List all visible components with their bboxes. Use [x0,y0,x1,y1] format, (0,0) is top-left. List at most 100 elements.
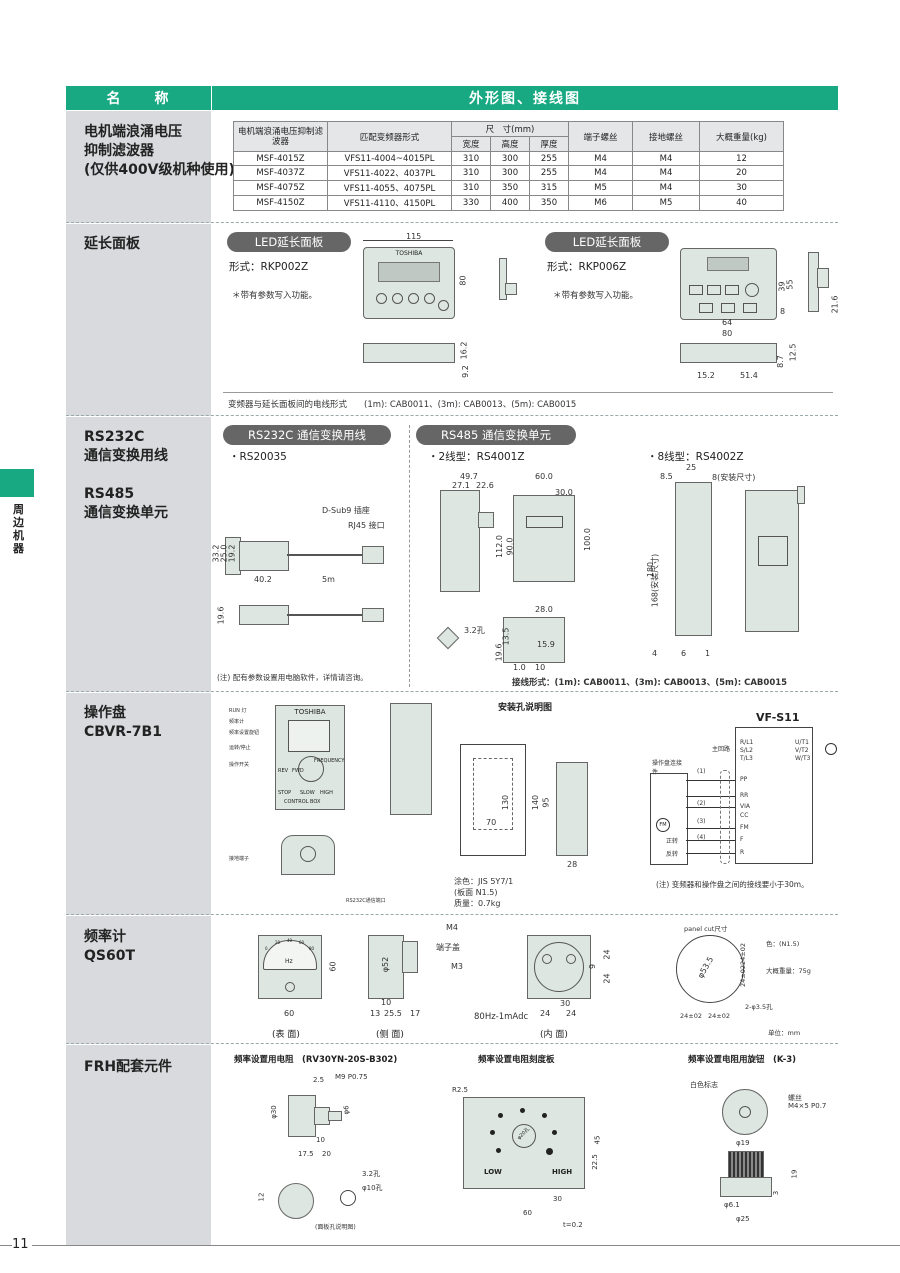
wire [686,807,735,808]
cable-line [287,614,362,616]
cbvr-bottom [281,835,335,875]
dim-label: 168(安装尺寸) [650,553,660,608]
dim-label: φ6 [342,1105,351,1115]
callout: RS232C通信端口 [346,898,386,904]
panel-rkp006z-bottom [680,343,777,363]
dim-label: 4 [652,649,658,658]
rs4001z-side-connector [478,512,494,528]
meter-side-terminals [402,941,418,973]
resistor-body [288,1095,316,1137]
caption-front: (表 面) [272,1030,300,1040]
wiring-label: 主回路 [712,746,731,753]
dim-label: 130 [501,794,511,811]
dim-label: φ30 [269,1105,278,1119]
wiring-label: (4) [697,834,706,841]
rs232-converter-body [239,541,289,571]
divider [66,415,838,416]
dim-label: R2.5 [452,1086,468,1094]
vf-title: VF-S11 [756,711,800,724]
wiring-label: (3) [697,818,706,825]
dim-label: 51.4 [740,371,758,380]
wiring-label: 操作盘连接件 [652,760,683,776]
table-header: 端子螺丝 [568,121,633,152]
dim-label: 1.0 [513,663,526,672]
dim-label: φ6.1 [724,1201,740,1209]
table-header: 匹配变频器形式 [327,121,452,152]
paint-spec-2: (板面 N1.5) [454,888,498,897]
unit-label: 单位：mm [768,1029,801,1037]
table-cell: M4 [632,180,700,196]
table-cell: M4 [568,165,633,181]
table-cell: 40 [699,195,784,211]
filter-name-cell [66,111,211,223]
panel-rkp002z-front: TOSHIBA [363,247,455,319]
terminal-label: R [740,849,745,856]
table-header: 电机端浪涌电压抑制滤波器 [233,121,328,152]
dim-label: 19.6 [216,606,226,625]
table-cell: 400 [490,195,530,211]
panel-cut-circle [676,935,744,1003]
rj45-connector-side [362,608,384,622]
table-cell: 310 [451,180,491,196]
dim-label: 2-φ3.5孔 [745,1003,773,1011]
panel-hole [340,1190,356,1206]
cable-line [287,554,362,556]
table-cell: VFS11-4004~4015PL [327,151,452,166]
table-subheader: 高度 [490,136,530,152]
terminal-label: V/T2 [795,747,809,754]
comm-name-cell [66,417,211,692]
scale-plate: LOW HIGH φ20孔 [463,1097,585,1189]
dim-label: 8 [780,307,786,316]
table-cell: 350 [529,195,569,211]
panel-right-note: ＊带有参数写入功能。 [553,291,639,301]
panel-cut-label: panel cut尺寸 [684,925,728,933]
mount-hole-cutout [473,758,513,830]
table-cell: MSF-4150Z [233,195,328,211]
knob-body [728,1151,764,1179]
wire [686,796,735,797]
dim-label: 27.1 [452,481,470,490]
cbvr-name: 操作盘 CBVR-7B1 [84,705,162,740]
table-cell: 350 [490,180,530,196]
dim-label: 60 [523,1209,532,1217]
filter-spec-table: 电机端浪涌电压抑制滤波器 匹配变频器形式 尺 寸(mm) 端子螺丝 接地螺丝 大… [233,121,784,211]
screw-label: 端子盖 [436,943,460,952]
dim-label: 3.2孔 [362,1170,381,1178]
callout: RUN 灯 [229,708,247,714]
dim-label: 30 [553,1195,562,1203]
knob-title: 频率设置电阻用旋钮 (K-3) [688,1055,797,1065]
table-cell: 310 [451,151,491,166]
dim-label: φ10孔 [362,1184,383,1192]
table-cell: VFS11-4110、4150PL [327,195,452,211]
dim-label: 13 [370,1009,381,1018]
rs4001z-front [513,495,575,582]
rs485-2wire-model: ・2线型：RS4001Z [428,451,525,463]
frh-name: FRH配套元件 [84,1059,173,1075]
table-cell: 255 [529,151,569,166]
dim-label: 15.9 [537,640,555,649]
terminal-label: F [740,836,744,843]
side-tab-marker [0,469,34,497]
header-name-column: 名 称 [66,86,211,110]
panel-rkp002z-bottom [363,343,455,363]
terminal-label: RR [740,792,749,799]
divider [66,1043,838,1044]
dim-label: 24±02 [739,965,747,987]
knob-base [720,1177,772,1197]
dim-label: 6 [681,649,687,658]
filter-name: 电机端浪涌电压 抑制滤波器 (仅供400V级机种使用) [84,124,235,178]
dim-label: t=0.2 [563,1221,583,1229]
screw-label: M4 [446,923,458,932]
wiring-label: 正转 [666,838,679,845]
dim-label: φ19 [736,1139,750,1147]
dim-label: 24±02 [708,1012,730,1020]
terminal-label: U/T1 [795,739,809,746]
plate-title: 频率设置电阻刻度板 [478,1055,555,1065]
panel-name: 延长面板 [84,236,140,252]
dim-label: 100.0 [582,528,592,551]
resistor-title: 频率设置用电阻 (RV30YN-20S-B302) [234,1055,398,1065]
rs232-note: (注) 配有参数设置用电脑软件，详情请咨询。 [217,673,368,682]
table-cell: 310 [451,165,491,181]
inverter-box [735,727,813,864]
